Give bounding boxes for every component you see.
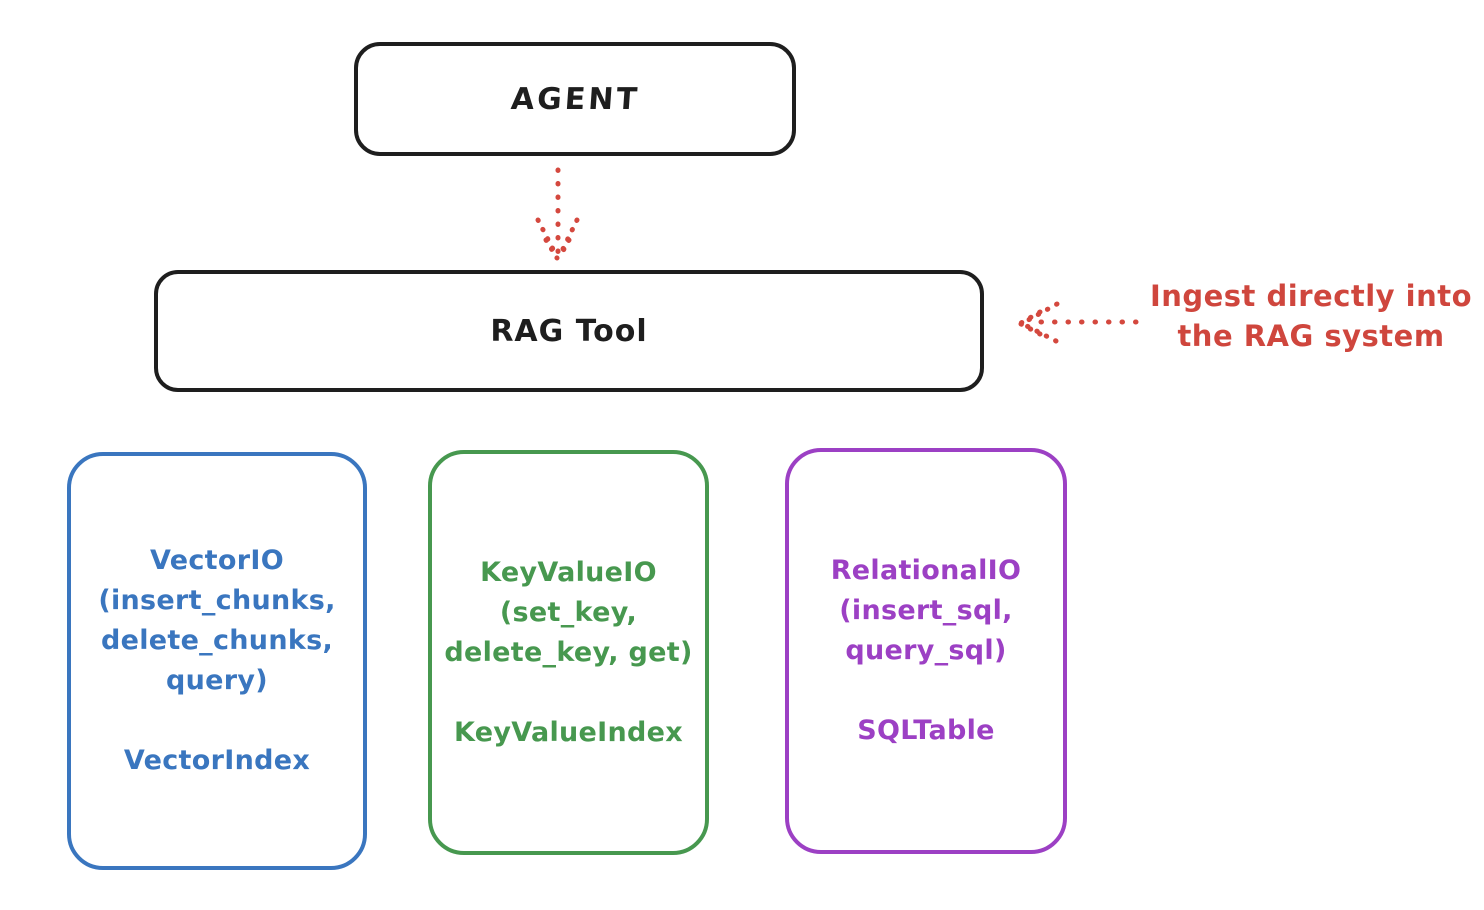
sql-table-label: SQLTable bbox=[857, 715, 995, 746]
left-arrow-icon bbox=[1018, 301, 1139, 344]
agent-node-label: AGENT bbox=[509, 81, 641, 117]
card-text-line: query_sql) bbox=[845, 635, 1007, 666]
card-text-line: (insert_sql, bbox=[839, 595, 1013, 626]
rag-tool-node: RAG Tool bbox=[154, 270, 984, 392]
card-text-line: KeyValueIO bbox=[480, 556, 657, 588]
agent-node: AGENT bbox=[354, 42, 796, 156]
card-text-line: query) bbox=[166, 665, 268, 696]
relational-io-card: RelationalIO (insert_sql, query_sql) SQL… bbox=[785, 448, 1067, 854]
rag-tool-node-label: RAG Tool bbox=[490, 313, 648, 349]
card-text-line: delete_chunks, bbox=[100, 625, 334, 656]
vector-io-card: VectorIO (insert_chunks, delete_chunks, … bbox=[67, 452, 367, 870]
card-text-line: RelationalIO bbox=[830, 555, 1022, 586]
keyvalue-io-card: KeyValueIO (set_key, delete_key, get) Ke… bbox=[428, 450, 709, 855]
keyvalue-index-label: KeyValueIndex bbox=[453, 716, 683, 748]
card-text-line: (set_key, bbox=[499, 596, 638, 628]
vector-index-label: VectorIndex bbox=[123, 745, 311, 776]
card-text-line: VectorIO bbox=[150, 545, 284, 576]
ingest-annotation-line2: the RAG system bbox=[1177, 319, 1445, 353]
down-arrow-icon bbox=[535, 167, 580, 261]
card-text-line: (insert_chunks, bbox=[98, 585, 336, 616]
ingest-annotation: Ingest directly into the RAG system bbox=[1138, 276, 1484, 356]
card-text-line: delete_key, get) bbox=[444, 636, 693, 668]
ingest-annotation-line1: Ingest directly into bbox=[1149, 279, 1473, 313]
